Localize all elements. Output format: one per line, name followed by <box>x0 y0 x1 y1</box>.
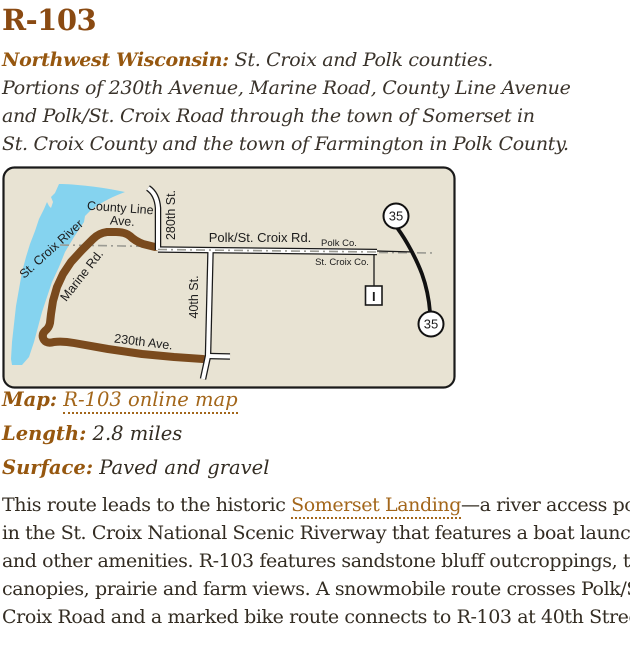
st-croix-co-label: St. Croix Co. <box>315 257 369 268</box>
bike-route-line <box>38 228 207 363</box>
hwy-35-shield-bottom-label: 35 <box>424 317 438 332</box>
description-line-2: in the St. Croix National Scenic Riverwa… <box>2 522 630 544</box>
length-row: Length: 2.8 miles <box>2 423 630 445</box>
intro-line-1: St. Croix and Polk counties. <box>234 49 494 71</box>
county-road-i-label: I <box>372 289 376 304</box>
st-croix-river-shape <box>11 184 125 365</box>
polk-co-label: Polk Co. <box>321 238 357 249</box>
hwy-35-shield-top-label: 35 <box>389 209 403 224</box>
county-line-ave-label-1: County Line <box>87 199 155 218</box>
road-280th-fill <box>146 186 160 250</box>
intro-text: Northwest Wisconsin: St. Croix and Polk … <box>2 46 630 158</box>
map-label: Map: <box>2 388 58 411</box>
county-road-i-box <box>364 285 383 306</box>
county-line-dash-road <box>157 248 378 253</box>
description-line-5: Croix Road and a marked bike route conne… <box>2 606 630 628</box>
region-label: Northwest Wisconsin: <box>2 49 229 71</box>
hwy-35-curve <box>396 227 432 314</box>
map-background <box>2 166 456 389</box>
polk-st-croix-rd-label: Polk/St. Croix Rd. <box>209 230 312 245</box>
description-line-1-post: —a river access point <box>461 494 630 516</box>
somerset-landing-link[interactable]: Somerset Landing <box>291 494 461 519</box>
county-line-ave-label: County Line Ave. <box>87 199 155 229</box>
county-road-i-marker: I <box>364 285 383 306</box>
county-line-ave-label-2: Ave. <box>110 213 136 229</box>
road-40th-spur-fill <box>207 354 231 359</box>
hwy-35-shield-top-circle <box>382 202 410 230</box>
intro-line-4: St. Croix County and the town of Farming… <box>2 133 569 155</box>
intro-line-2: Portions of 230th Avenue, Marine Road, C… <box>2 77 571 99</box>
route-map-svg: I 35 35 St. Croix River County Line Ave.… <box>2 166 456 389</box>
hwy-35-shield-top: 35 <box>382 202 410 230</box>
intro-line-3: and Polk/St. Croix Road through the town… <box>2 105 535 127</box>
road-40th-upper-fill <box>206 251 213 357</box>
street-40-label: 40th St. <box>187 275 201 318</box>
street-280-label: 280th St. <box>164 190 178 240</box>
hwy-35-shield-bottom: 35 <box>417 310 445 338</box>
map-link-row: Map: R-103 online map <box>2 388 630 414</box>
description-line-1-pre: This route leads to the historic <box>2 494 292 516</box>
length-value: 2.8 miles <box>92 422 183 445</box>
length-label: Length: <box>2 422 87 445</box>
description-line-3: and other amenities. R-103 features sand… <box>2 550 630 572</box>
road-extension-line <box>376 250 415 253</box>
description-paragraph: This route leads to the historic Somerse… <box>2 491 630 631</box>
page-title: R-103 <box>2 3 97 37</box>
route-map: I 35 35 St. Croix River County Line Ave.… <box>2 166 456 389</box>
surface-value: Paved and gravel <box>99 456 270 479</box>
description-line-4: canopies, prairie and farm views. A snow… <box>2 578 630 600</box>
surface-label: Surface: <box>2 456 94 479</box>
road-40th-lower-fill <box>201 355 210 380</box>
surface-row: Surface: Paved and gravel <box>2 457 630 479</box>
online-map-link[interactable]: R-103 online map <box>63 388 238 414</box>
hwy-35-shield-bottom-circle <box>417 310 445 338</box>
